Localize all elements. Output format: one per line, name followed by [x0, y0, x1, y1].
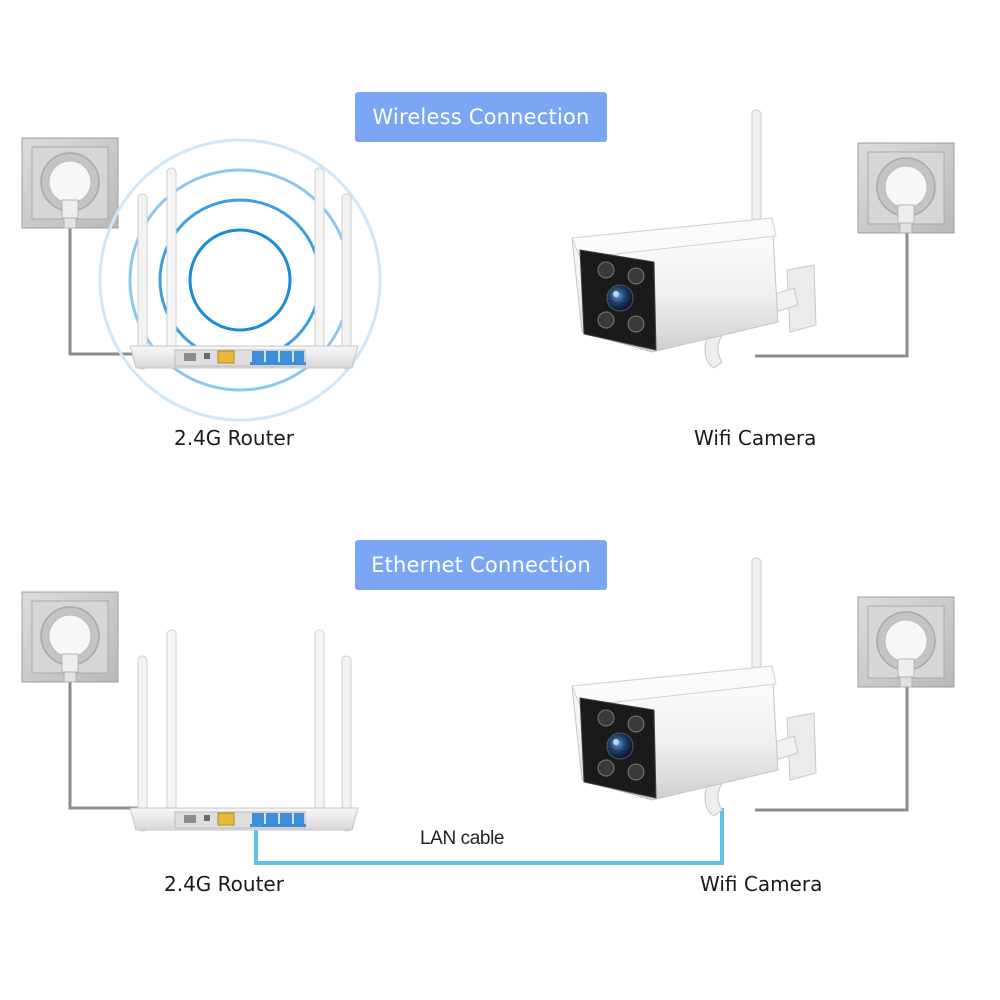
router-icon	[129, 629, 359, 832]
ethernet-connection-title: Ethernet Connection	[355, 540, 607, 590]
router-label: 2.4G Router	[174, 426, 294, 450]
camera-icon	[571, 557, 817, 817]
router-power-cable	[68, 682, 145, 810]
wireless-connection-title: Wireless Connection	[355, 92, 607, 142]
wall-socket-icon	[21, 137, 119, 229]
wall-socket-icon	[857, 596, 955, 688]
lan-cable	[254, 808, 724, 865]
wireless-section	[21, 109, 955, 422]
lan-cable-label: LAN cable	[420, 828, 505, 849]
camera-power-cable	[755, 224, 909, 358]
router-label: 2.4G Router	[164, 872, 284, 896]
ethernet-section	[21, 557, 955, 865]
wall-socket-icon	[857, 142, 955, 234]
router-icon	[129, 167, 359, 370]
camera-label: Wifi Camera	[694, 426, 817, 450]
camera-icon	[571, 109, 817, 369]
camera-power-cable	[755, 684, 909, 812]
camera-label: Wifi Camera	[700, 872, 823, 896]
wall-socket-icon	[21, 591, 119, 683]
